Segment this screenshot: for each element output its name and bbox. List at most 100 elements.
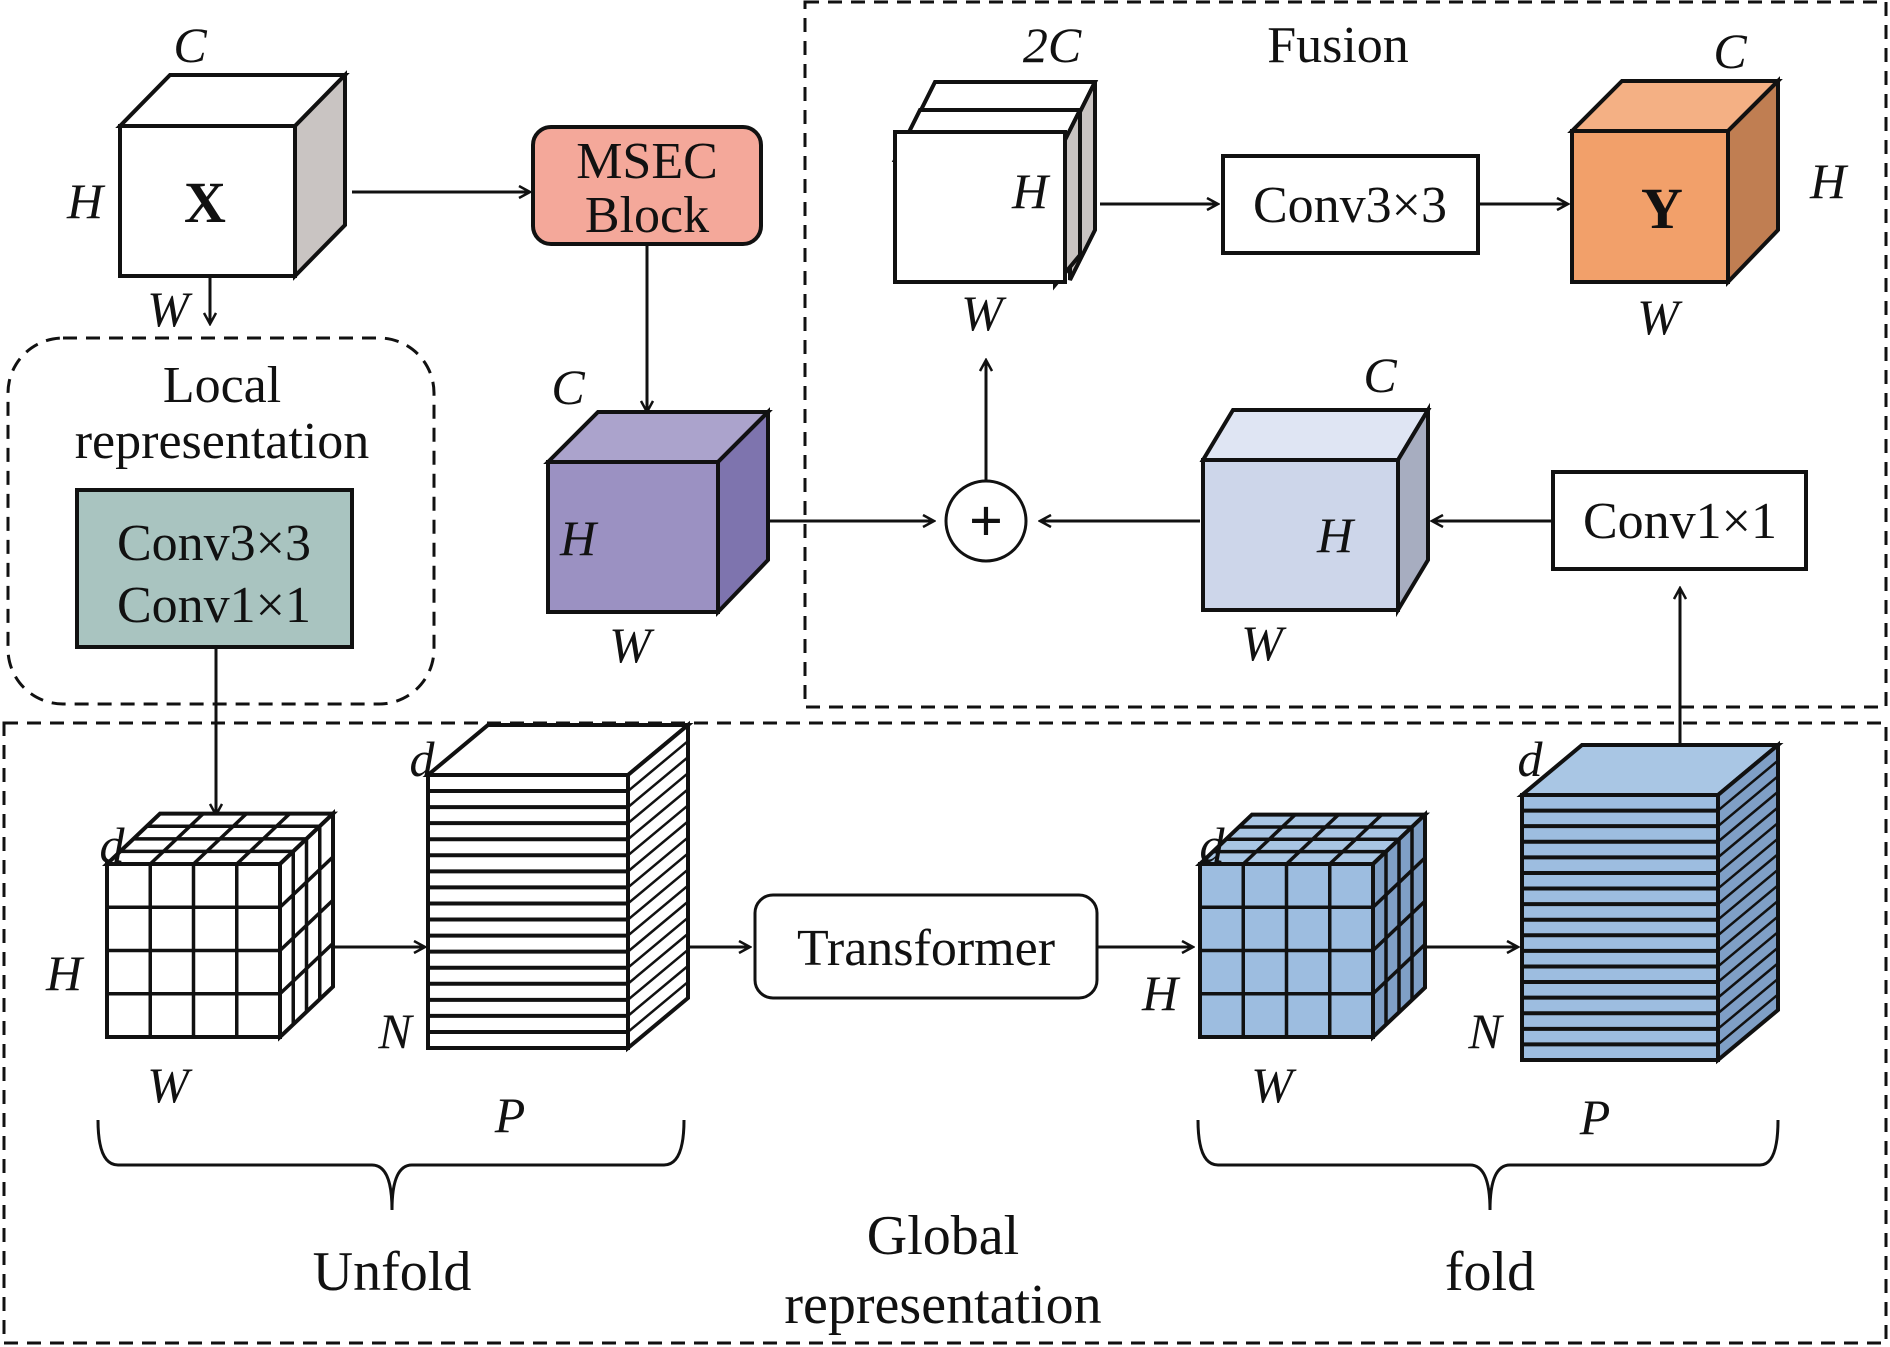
output-tensor-label: Y bbox=[1641, 176, 1683, 241]
grid-in-dim-h: H bbox=[45, 945, 85, 1001]
patches-out-dim-n: N bbox=[1467, 1003, 1504, 1059]
grid-out-dim-w: W bbox=[1251, 1057, 1297, 1113]
concat-dim-w: W bbox=[961, 285, 1007, 341]
stack-layer-line bbox=[1717, 821, 1779, 874]
patches-in-dim-p: P bbox=[494, 1087, 526, 1143]
input-tensor-label: X bbox=[184, 170, 226, 235]
unfold-brace bbox=[96, 1119, 686, 1211]
msec-block-line1: MSEC bbox=[576, 133, 718, 190]
local-conv-box: Conv3×3 Conv1×1 bbox=[75, 488, 354, 649]
stack-layer-line bbox=[627, 740, 689, 793]
stack-layer-line bbox=[627, 948, 689, 1001]
transformer-box: Transformer bbox=[753, 893, 1099, 1000]
fusion-conv3x3-label: Conv3×3 bbox=[1253, 177, 1447, 234]
stack-layer-line bbox=[1717, 806, 1779, 859]
msec-block: MSEC Block bbox=[531, 125, 763, 246]
patches-out-dim-d: d bbox=[1518, 731, 1544, 787]
cube-grid-line bbox=[235, 812, 291, 866]
cube-grid-line bbox=[1371, 899, 1427, 952]
stack-layer-line bbox=[627, 804, 689, 857]
msec-output-dim-h: H bbox=[559, 510, 599, 566]
msec-block-line2: Block bbox=[585, 187, 709, 244]
msec-output-dim-c: C bbox=[551, 359, 585, 415]
stack-layer-line bbox=[1717, 946, 1779, 999]
stack-layer-line bbox=[627, 836, 689, 889]
stack-side-face bbox=[1716, 740, 1780, 1065]
stack-layer-line bbox=[627, 900, 689, 953]
stack-front-face bbox=[426, 773, 630, 1050]
global-title-line2: representation bbox=[784, 1274, 1101, 1336]
concat-dim-c: 2C bbox=[1023, 17, 1082, 73]
stack-layer-line bbox=[627, 788, 689, 841]
msec-output-dim-w: W bbox=[609, 617, 655, 673]
unfold-label: Unfold bbox=[313, 1241, 472, 1303]
stack-front-face bbox=[1520, 793, 1720, 1062]
cube-grid-line bbox=[1371, 943, 1427, 996]
input-dim-w: W bbox=[147, 281, 193, 337]
patches-out-tensor bbox=[1516, 740, 1784, 1065]
stack-layer-line bbox=[1717, 993, 1779, 1046]
patches-out-dim-p: P bbox=[1579, 1089, 1611, 1145]
input-dim-c: C bbox=[173, 17, 207, 73]
fold-label: fold bbox=[1445, 1241, 1535, 1303]
fusion-conv1x1-label: Conv1×1 bbox=[1583, 493, 1777, 550]
stack-side-face bbox=[626, 720, 690, 1053]
local-region-border bbox=[6, 336, 436, 706]
output-tensor-y: Y C H W bbox=[1567, 23, 1849, 345]
grid-out-dim-d: d bbox=[1200, 817, 1226, 873]
output-dim-w: W bbox=[1637, 289, 1683, 345]
add-operation: + bbox=[944, 479, 1028, 563]
stack-layer-line bbox=[1717, 790, 1779, 843]
input-dim-h: H bbox=[66, 173, 106, 229]
fusion-region-border bbox=[803, 0, 1888, 709]
fusion-title: Fusion bbox=[1267, 17, 1409, 74]
stack-layer-line bbox=[627, 756, 689, 809]
stack-layer-line bbox=[1717, 962, 1779, 1015]
stack-layer-line bbox=[627, 964, 689, 1017]
stack-layer-line bbox=[1717, 884, 1779, 937]
local-title-line1: Local bbox=[163, 357, 281, 414]
output-dim-c: C bbox=[1713, 23, 1747, 79]
stack-layer-line bbox=[627, 980, 689, 1033]
stack-layer-line bbox=[1717, 915, 1779, 968]
patches-in-dim-n: N bbox=[377, 1003, 414, 1059]
mid-dim-w: W bbox=[1241, 615, 1287, 671]
fusion-conv1x1-box: Conv1×1 bbox=[1551, 470, 1808, 571]
local-conv-line1: Conv3×3 bbox=[117, 515, 311, 572]
global-title-line1: Global bbox=[867, 1205, 1019, 1267]
mid-dim-h: H bbox=[1316, 507, 1356, 563]
stack-layer-line bbox=[627, 932, 689, 985]
stack-layer-line bbox=[1717, 868, 1779, 921]
stack-layer-line bbox=[1717, 759, 1779, 812]
cube-grid-line bbox=[1328, 813, 1383, 866]
stack-layer-line bbox=[1717, 899, 1779, 952]
stack-layer-line bbox=[627, 916, 689, 969]
patches-in-dim-d: d bbox=[410, 731, 436, 787]
fold-brace bbox=[1196, 1119, 1780, 1211]
stack-layer-line bbox=[1717, 931, 1779, 984]
stack-layer-line bbox=[627, 884, 689, 937]
cube-grid-line bbox=[278, 942, 335, 996]
input-tensor-x: X C H W bbox=[66, 17, 350, 337]
fusion-conv3x3-box: Conv3×3 bbox=[1221, 154, 1480, 255]
concat-dim-h: H bbox=[1011, 163, 1051, 219]
stack-layer-line bbox=[627, 868, 689, 921]
output-dim-h: H bbox=[1809, 153, 1849, 209]
grid-out-dim-h: H bbox=[1141, 965, 1181, 1021]
cube-grid-line bbox=[278, 898, 335, 952]
patches-in-tensor bbox=[422, 720, 694, 1053]
add-symbol: + bbox=[969, 488, 1003, 554]
stack-layer-line bbox=[627, 772, 689, 825]
stack-layer-line bbox=[627, 820, 689, 873]
mid-dim-c: C bbox=[1363, 347, 1397, 403]
grid-in-dim-w: W bbox=[147, 1057, 193, 1113]
transformer-label: Transformer bbox=[797, 920, 1055, 977]
stack-layer-line bbox=[1717, 977, 1779, 1030]
grid-out-tensor bbox=[1194, 809, 1431, 1042]
grid-in-dim-d: d bbox=[100, 817, 126, 873]
stack-layer-line bbox=[1717, 853, 1779, 906]
stack-layer-line bbox=[1717, 837, 1779, 890]
global-region-border bbox=[2, 721, 1888, 1345]
mid-tensor: C H W bbox=[1199, 347, 1432, 671]
